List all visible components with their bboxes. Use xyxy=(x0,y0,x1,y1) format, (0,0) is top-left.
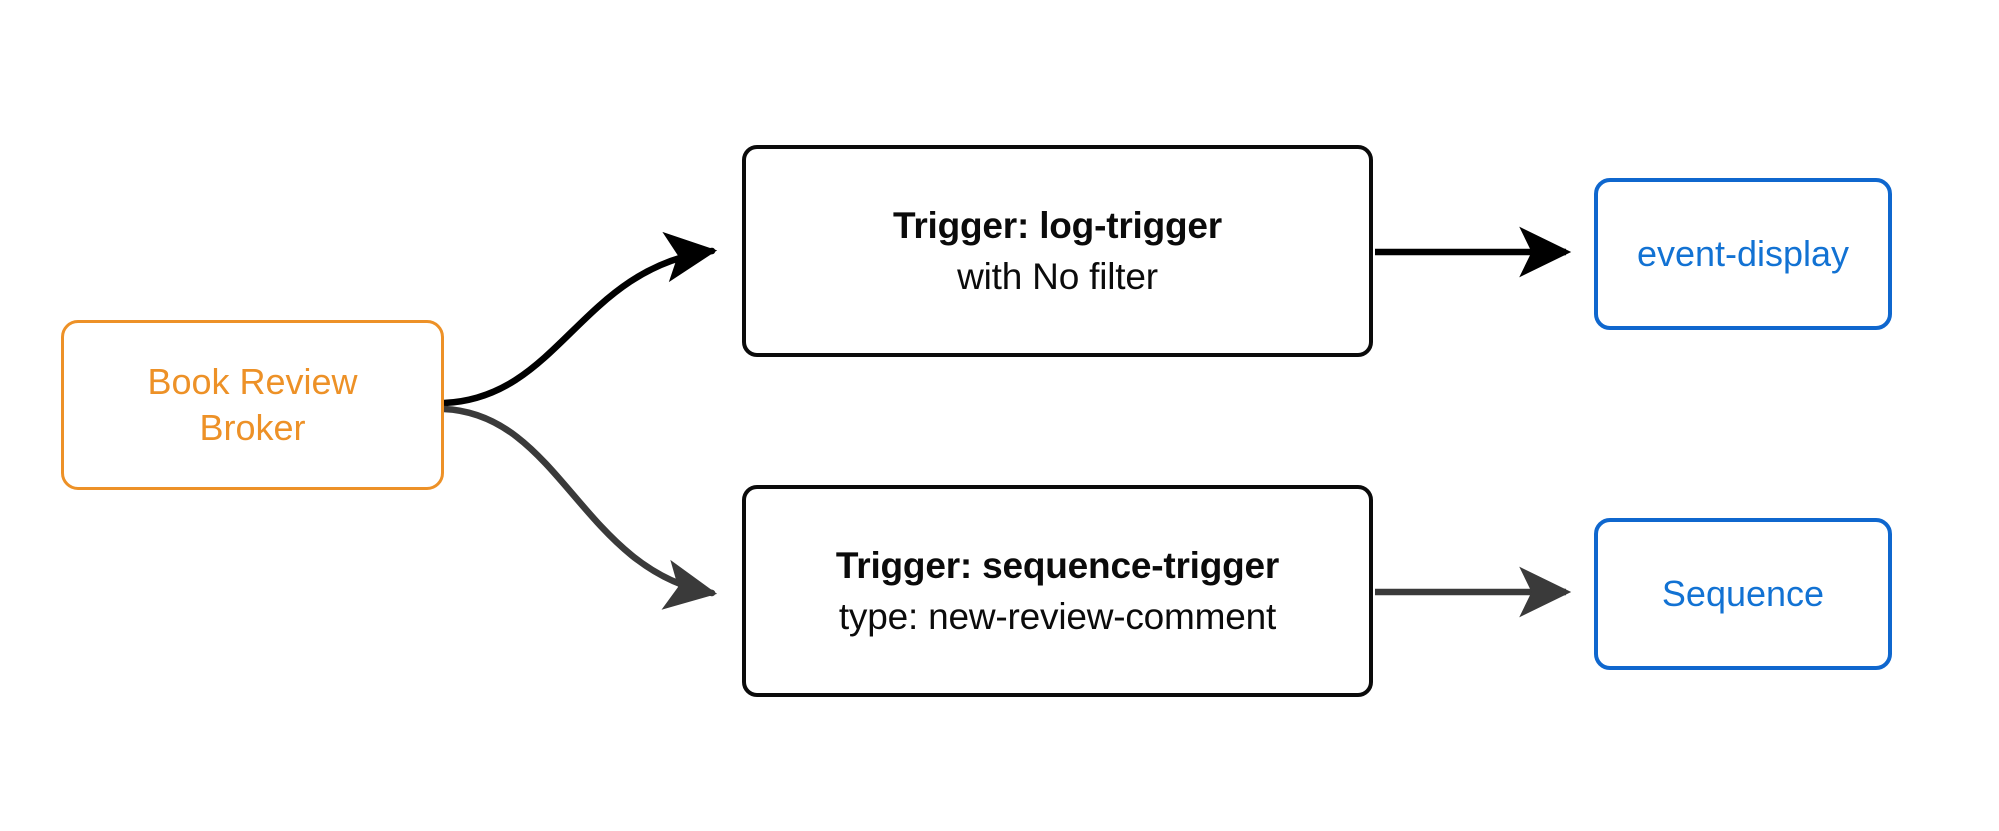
trigger-log-trigger-subtitle: with No filter xyxy=(957,256,1158,297)
node-trigger-log-trigger[interactable]: Trigger: log-trigger with No filter xyxy=(742,145,1373,357)
trigger-sequence-trigger-title: Trigger: sequence-trigger xyxy=(835,544,1280,586)
edge-broker-to-log-trigger xyxy=(440,231,718,407)
trigger-sequence-trigger-subtitle: type: new-review-comment xyxy=(838,596,1277,637)
node-book-review-broker[interactable]: Book Review Broker xyxy=(61,320,444,490)
node-sink-sequence[interactable]: Sequence xyxy=(1594,518,1892,670)
sink-event-display-label: event-display xyxy=(1636,232,1850,274)
sink-sequence-label: Sequence xyxy=(1661,572,1825,614)
trigger-log-trigger-title: Trigger: log-trigger xyxy=(892,204,1222,246)
node-trigger-sequence-trigger[interactable]: Trigger: sequence-trigger type: new-revi… xyxy=(742,485,1373,697)
node-sink-event-display[interactable]: event-display xyxy=(1594,178,1892,330)
edge-broker-to-sequence-trigger xyxy=(440,405,718,610)
broker-label-line1: Book Review xyxy=(147,360,358,402)
broker-label-line2: Broker xyxy=(199,407,306,448)
